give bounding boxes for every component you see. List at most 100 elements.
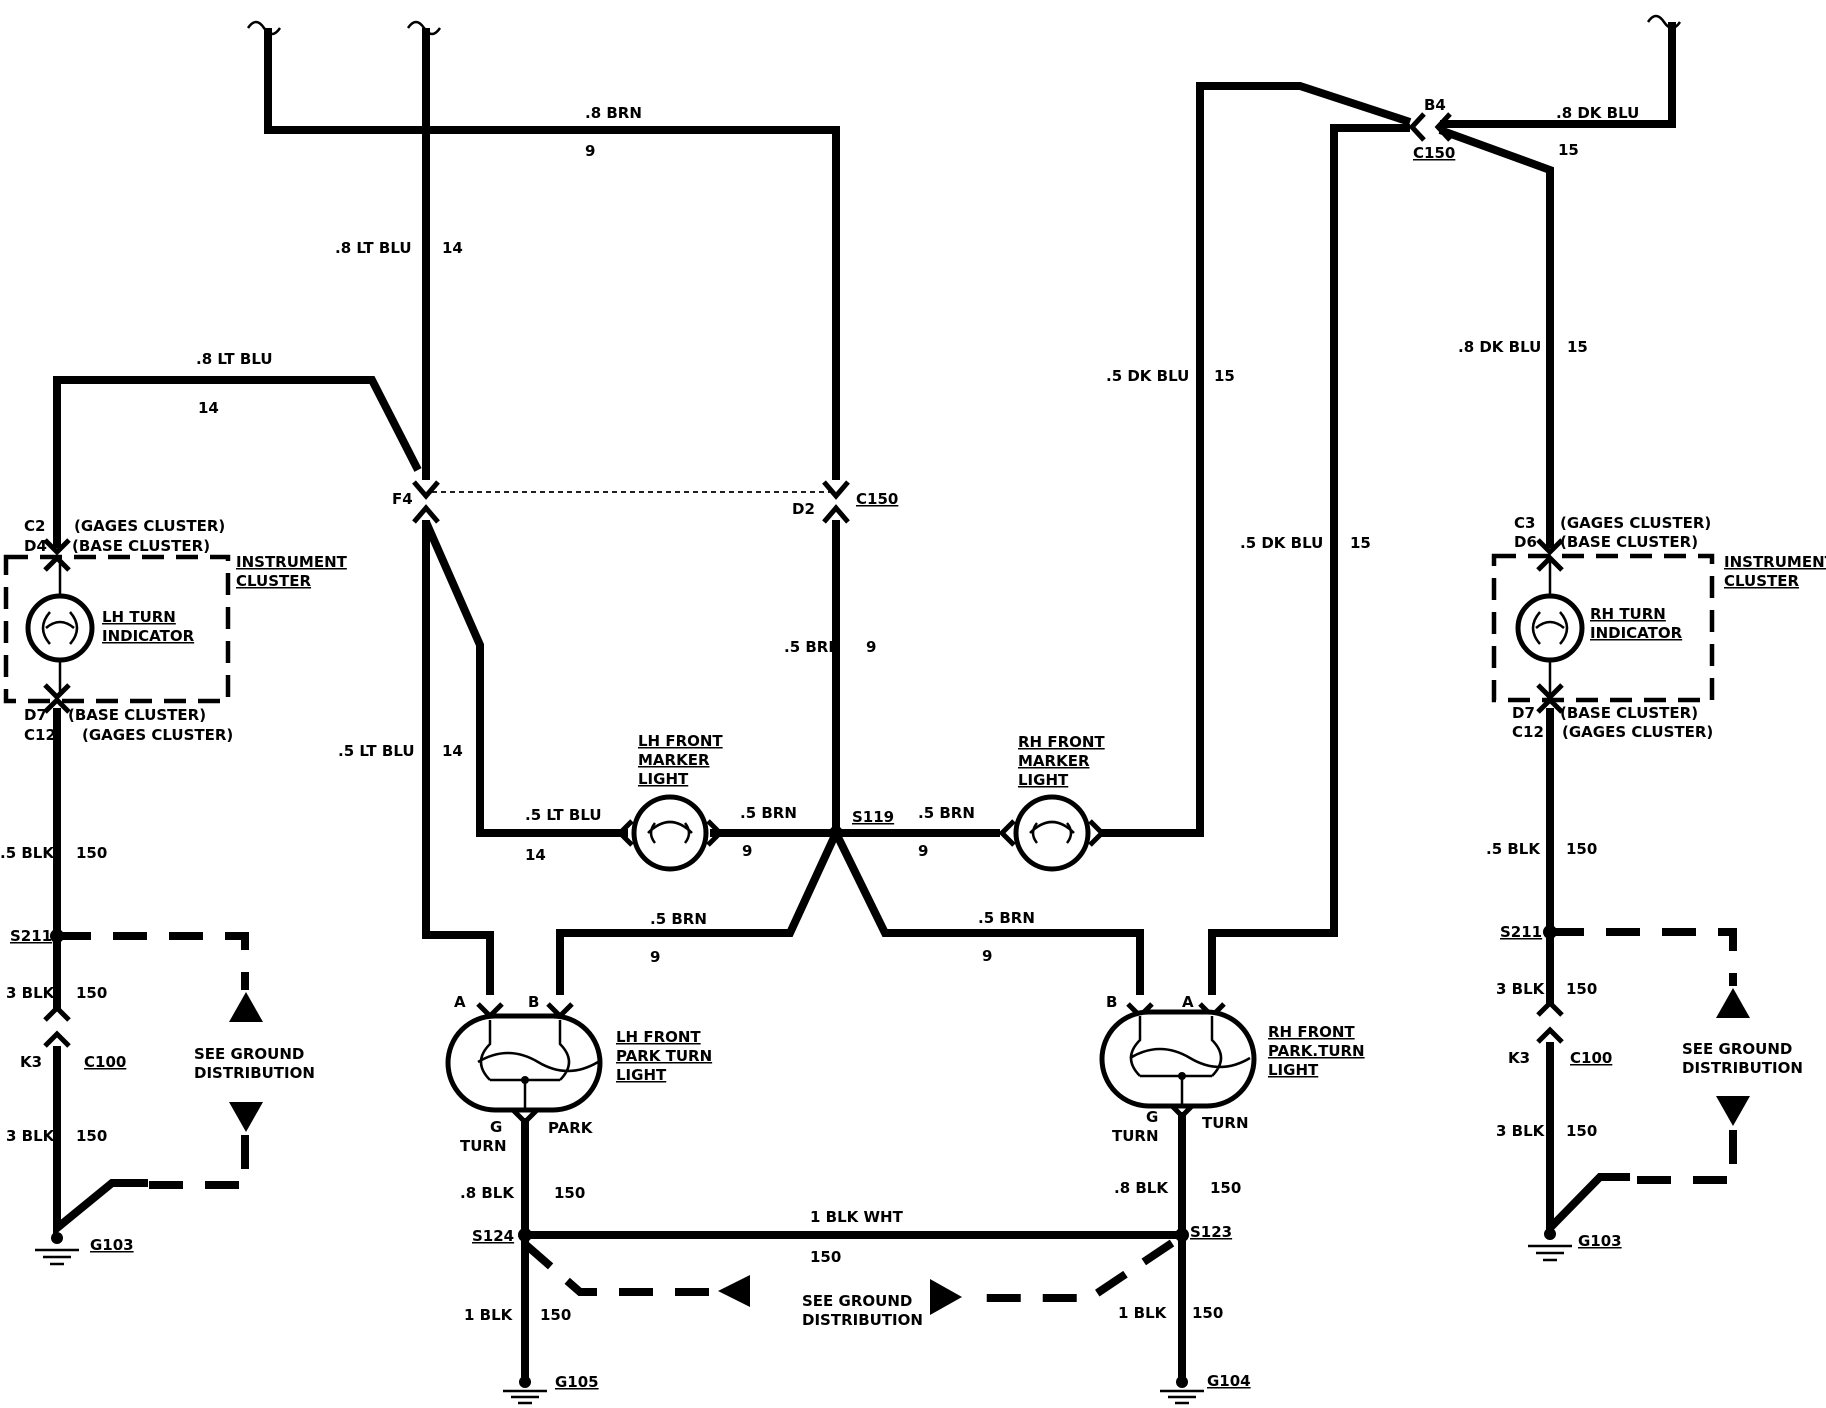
circuit-number: 150 (1566, 840, 1597, 858)
connector-label: PARK (548, 1119, 594, 1137)
wire-break-marks (246, 14, 1682, 36)
connector-b4-c150-top (1408, 112, 1452, 142)
splice-label: S211 (1500, 923, 1542, 941)
connector-f4 (412, 480, 440, 524)
lh-front-park-turn-light-housing (445, 1013, 603, 1113)
connector-lh-cluster-bottom (43, 683, 71, 714)
circuit-number: 150 (76, 1127, 107, 1145)
component-label: INDICATOR (102, 627, 195, 645)
wire-ltblu-14-lower (422, 520, 628, 995)
wire-label: 1 BLK (464, 1306, 514, 1324)
component-label: MARKER (1018, 752, 1090, 770)
connector-label: C12 (1512, 723, 1544, 741)
rh-front-marker-light-bulb (998, 794, 1106, 872)
wire-label: .8 BRN (585, 104, 642, 122)
circuit-number: 150 (76, 984, 107, 1002)
connector-label: C100 (1570, 1049, 1612, 1067)
component-label: INSTRUMENT (1724, 553, 1826, 571)
connector-label: C3 (1514, 514, 1535, 532)
circuit-number: 15 (1567, 338, 1588, 356)
circuit-number: 9 (742, 842, 752, 860)
connector-d2-c150 (822, 480, 850, 524)
component-label: LIGHT (616, 1066, 667, 1084)
splice-s119 (829, 826, 843, 840)
connector-label: B4 (1424, 96, 1446, 114)
connector-label: K3 (1508, 1049, 1530, 1067)
wire-label: 1 BLK WHT (810, 1208, 904, 1226)
connector-label: D4 (24, 537, 47, 555)
circuit-number: 150 (1566, 1122, 1597, 1140)
component-label: LIGHT (1268, 1061, 1319, 1079)
rh-instrument-cluster-box (1491, 553, 1715, 703)
connector-label: TURN (460, 1137, 507, 1155)
connector-label: G (1146, 1108, 1158, 1126)
circuit-number: 9 (866, 638, 876, 656)
note-label: SEE GROUND (194, 1045, 304, 1063)
circuit-number: 14 (198, 399, 219, 417)
wire-label: 1 BLK (1118, 1304, 1168, 1322)
component-label: LIGHT (638, 770, 689, 788)
circuit-number: 15 (1350, 534, 1371, 552)
note-label: SEE GROUND (802, 1292, 912, 1310)
connector-label: TURN (1202, 1114, 1249, 1132)
ground-distribution-right (1550, 928, 1750, 1184)
connector-label: B (528, 993, 539, 1011)
wire-label: .8 BLK (1114, 1179, 1169, 1197)
wire-label: .8 BLK (460, 1184, 515, 1202)
wire-label: .5 BLK (0, 844, 55, 862)
lh-turn-indicator-bulb (25, 560, 95, 696)
component-label: CLUSTER (1724, 572, 1799, 590)
wire-label: 3 BLK (1496, 980, 1546, 998)
connector-label: (BASE CLUSTER) (1560, 704, 1698, 722)
wire-label: .8 LT BLU (335, 239, 412, 257)
connector-label: A (1182, 993, 1194, 1011)
circuit-number: 150 (554, 1184, 585, 1202)
connector-label: C100 (84, 1053, 126, 1071)
note-label: SEE GROUND (1682, 1040, 1792, 1058)
component-label: PARK.TURN (1268, 1042, 1365, 1060)
wire-label: .8 DK BLU (1458, 338, 1541, 356)
connector-k3-c100-left (43, 1004, 71, 1048)
connector-k3-c100-right (1536, 999, 1564, 1044)
note-label: DISTRIBUTION (194, 1064, 315, 1082)
connector-label: D2 (792, 500, 815, 518)
connector-label: (BASE CLUSTER) (68, 706, 206, 724)
circuit-number: 150 (1566, 980, 1597, 998)
ground-label: G104 (1207, 1372, 1251, 1390)
component-label: PARK TURN (616, 1047, 712, 1065)
component-label: LH TURN (102, 608, 176, 626)
circuit-number: 14 (525, 846, 546, 864)
component-label: LH FRONT (638, 732, 723, 750)
circuit-number: 150 (540, 1306, 571, 1324)
splice-s211-left (50, 929, 64, 943)
wire-label: .5 DK BLU (1240, 534, 1323, 552)
connector-label: (GAGES CLUSTER) (1560, 514, 1711, 532)
wire-label: .5 BRN (784, 638, 841, 656)
component-label: LIGHT (1018, 771, 1069, 789)
component-label: RH TURN (1590, 605, 1666, 623)
connector-label: TURN (1112, 1127, 1159, 1145)
circuit-number: 150 (810, 1248, 841, 1266)
wire-brn-lh-park (556, 831, 840, 995)
connector-label: D7 (24, 706, 47, 724)
connector-label: G (490, 1118, 502, 1136)
circuit-number: 150 (1192, 1304, 1223, 1322)
wire-dkblu-15-inner (1208, 124, 1410, 995)
wire-label: .5 LT BLU (525, 806, 602, 824)
wire-label: .8 DK BLU (1556, 104, 1639, 122)
splice-s211-right (1543, 925, 1557, 939)
component-label: INDICATOR (1590, 624, 1683, 642)
circuit-number: 9 (918, 842, 928, 860)
splice-label: S119 (852, 808, 894, 826)
ground-symbol-g104 (1160, 1376, 1204, 1405)
wire-label: .5 BRN (650, 910, 707, 928)
connector-label: A (454, 993, 466, 1011)
wire-label: .5 BRN (740, 804, 797, 822)
labels: .8 BRN 9 .8 LT BLU 14 .8 LT BLU 14 .8 DK… (0, 96, 1826, 1391)
splice-label: S123 (1190, 1223, 1232, 1241)
component-label: INSTRUMENT (236, 553, 348, 571)
circuit-number: 9 (585, 142, 595, 160)
splice-label: S124 (472, 1227, 514, 1245)
connector-label: D6 (1514, 533, 1537, 551)
connector-label: D7 (1512, 704, 1535, 722)
